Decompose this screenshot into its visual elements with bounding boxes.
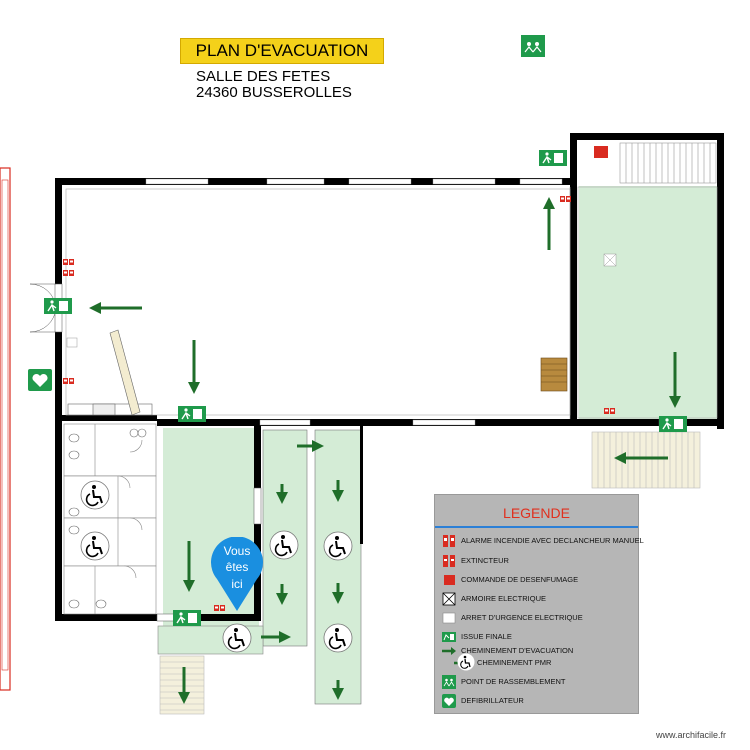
exit-sign-left	[43, 297, 73, 315]
pmr-icon-2	[80, 531, 110, 561]
smoke-control-icon	[594, 146, 608, 158]
pmr-icon-1	[80, 480, 110, 510]
legend-label: POINT DE RASSEMBLEMENT	[461, 677, 566, 686]
legend-label: DEFIBRILLATEUR	[461, 696, 524, 705]
plan-title: PLAN D'EVACUATION	[180, 38, 384, 64]
legend-label: EXTINCTEUR	[461, 556, 509, 565]
pmr-icon-6	[222, 623, 252, 653]
pmr-icon-3	[269, 530, 299, 560]
legend: LEGENDE ALARME INCENDIE AVEC DECLANCHEUR…	[434, 494, 644, 714]
emergency-stop-icon	[66, 337, 78, 348]
smoke-control-icon	[444, 575, 455, 585]
left-panel-inner	[1, 179, 9, 671]
electrical-cabinet-icon	[442, 592, 456, 606]
exit-sign-top-right	[538, 149, 568, 167]
stairs-bottom-right	[591, 431, 701, 489]
defibrillator-icon	[442, 694, 456, 708]
emergency-stop-icon	[442, 612, 456, 624]
legend-item-defibrillator: DEFIBRILLATEUR	[435, 693, 638, 711]
toilet-fixtures	[68, 428, 147, 609]
pmr-icon-4	[323, 531, 353, 561]
pin-text-2: êtes	[225, 560, 249, 574]
legend-item-emergency-stop: ARRET D'URGENCE ELECTRIQUE	[435, 610, 638, 628]
fire-alarm-icon	[443, 535, 455, 547]
venue-address: 24360 BUSSEROLLES	[196, 84, 352, 101]
legend-label: CHEMINEMENT D'EVACUATION	[461, 646, 574, 655]
extinguisher-icon-3	[560, 196, 571, 202]
you-are-here-pin	[211, 537, 263, 611]
legend-label: ARMOIRE ELECTRIQUE	[461, 594, 547, 603]
exit-sign-bottom-right	[658, 415, 688, 433]
assembly-point-icon	[521, 35, 545, 57]
extinguisher-icon	[63, 270, 74, 276]
fire-alarm-icon	[63, 259, 74, 265]
evac-zone-stage	[579, 186, 718, 419]
restrooms	[63, 423, 157, 615]
evacuation-arrow-icon	[442, 647, 456, 655]
stairs-bottom-left	[159, 655, 205, 715]
wheelchair-icon	[457, 653, 475, 671]
legend-label: ARRET D'URGENCE ELECTRIQUE	[461, 613, 583, 622]
exit-sign-hall	[177, 405, 207, 423]
legend-item-extinguisher: EXTINCTEUR	[435, 553, 638, 571]
legend-item-fire-alarm: ALARME INCENDIE AVEC DECLANCHEUR MANUEL	[435, 533, 644, 551]
pin-text-1: Vous	[223, 544, 251, 558]
legend-item-smoke-control: COMMANDE DE DESENFUMAGE	[435, 572, 638, 590]
extinguisher-icon-2	[63, 378, 74, 384]
assembly-point-icon	[442, 675, 456, 689]
legend-title: LEGENDE	[503, 505, 570, 521]
legend-divider	[435, 526, 638, 528]
legend-label: ALARME INCENDIE AVEC DECLANCHEUR MANUEL	[461, 536, 644, 545]
stage-steps	[540, 357, 568, 392]
exit-sign-bottom-left	[172, 609, 202, 627]
exit-icon	[442, 632, 456, 642]
kitchen-counter	[67, 329, 153, 416]
defibrillator-icon	[28, 369, 52, 391]
evac-zone-ramp-right	[314, 429, 362, 705]
pin-text-3: ici	[231, 577, 243, 591]
venue-name: SALLE DES FETES	[196, 68, 331, 85]
watermark: www.archifacile.fr	[656, 730, 727, 740]
legend-item-exit: ISSUE FINALE	[435, 629, 638, 647]
stairs-top-right	[619, 142, 717, 184]
legend-item-electrical-cabinet: ARMOIRE ELECTRIQUE	[435, 591, 638, 609]
windows	[145, 178, 563, 426]
legend-item-evacuation-path: CHEMINEMENT D'EVACUATION	[435, 643, 638, 661]
electrical-cabinet-icon	[603, 253, 617, 267]
legend-label: ISSUE FINALE	[461, 632, 512, 641]
pmr-icon-5	[323, 623, 353, 653]
legend-item-pmr-path: CHEMINEMENT PMR	[435, 653, 638, 673]
legend-label: CHEMINEMENT PMR	[477, 658, 552, 667]
legend-label: COMMANDE DE DESENFUMAGE	[461, 575, 579, 584]
evacuation-arrows	[89, 197, 681, 704]
legend-item-assembly-point: POINT DE RASSEMBLEMENT	[435, 674, 638, 692]
extinguisher-icon	[443, 555, 455, 567]
